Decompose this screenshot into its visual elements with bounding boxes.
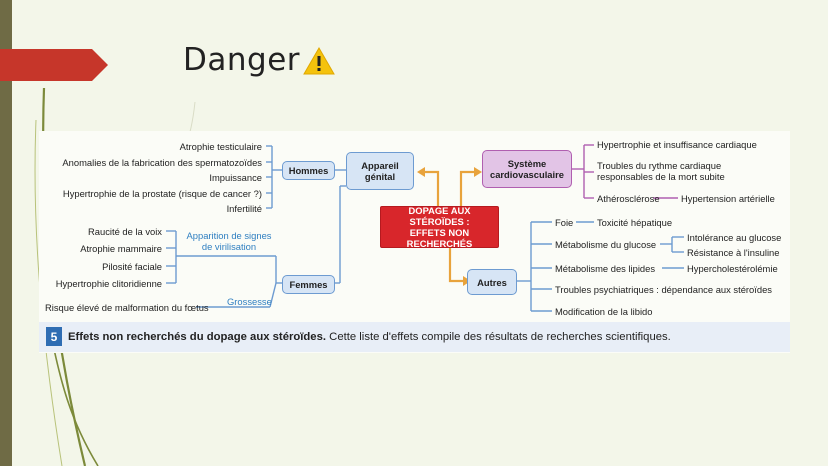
hommes-box: Hommes	[282, 161, 335, 180]
hommes-effect: Anomalies de la fabrication des spermato…	[62, 157, 262, 168]
cardio-effect-atherosclerose: Athérosclérose	[597, 193, 660, 204]
autres-effect-foie: Foie	[555, 217, 574, 228]
caption-text: Cette liste d'effets compile des résulta…	[326, 331, 671, 343]
caption-bold: Effets non recherchés du dopage aux stér…	[68, 331, 327, 343]
title-arrow-tab	[0, 49, 108, 81]
hommes-effect: Infertilité	[226, 203, 262, 214]
virilisation-label: Apparition de signes de virilisation	[186, 230, 272, 252]
autres-effect-toxicite: Toxicité hépatique	[597, 217, 673, 228]
autres-effect-resistance: Résistance à l'insuline	[687, 247, 780, 258]
hommes-effect: Hypertrophie de la prostate (risque de c…	[62, 188, 262, 199]
grossesse-label: Grossesse	[227, 296, 272, 307]
left-accent-bar	[0, 0, 12, 466]
cardio-effect-hypertension: Hypertension artérielle	[681, 193, 775, 204]
autres-effect-glucose: Métabolisme du glucose	[555, 239, 657, 250]
virilisation-effect: Pilosité faciale	[102, 261, 162, 272]
center-box: DOPAGE AUX STÉROÏDES : EFFETS NON RECHER…	[380, 205, 499, 249]
femmes-box: Femmes	[282, 275, 335, 294]
cardio-effect-hypertrophie: Hypertrophie et insuffisance cardiaque	[597, 139, 757, 150]
figure-caption: Effets non recherchés du dopage aux stér…	[68, 331, 671, 343]
autres-box: Autres	[467, 269, 517, 295]
autres-effect-intolerance: Intolérance au glucose	[687, 232, 782, 243]
virilisation-effect: Raucité de la voix	[88, 226, 162, 237]
figure-caption-bar	[39, 322, 790, 352]
autres-effect-psy: Troubles psychiatriques : dépendance aux…	[555, 284, 772, 295]
autres-effect-lipides: Métabolisme des lipides	[555, 263, 656, 274]
cardio-effect-rythme: Troubles du rythme cardiaque responsable…	[597, 160, 725, 182]
systeme-cardio-box: Système cardiovasculaire	[482, 150, 572, 188]
hommes-effect: Impuissance	[209, 172, 262, 183]
warning-icon	[303, 47, 335, 75]
autres-effect-libido: Modification de la libido	[555, 306, 653, 317]
slide-title: Danger	[183, 42, 301, 78]
virilisation-effect: Atrophie mammaire	[80, 243, 162, 254]
appareil-genital-box: Appareil génital	[346, 152, 414, 190]
autres-effect-hypercholesterolemie: Hypercholestérolémie	[687, 263, 778, 274]
grossesse-effect: Risque élevé de malformation du fœtus	[45, 302, 209, 313]
figure-number: 5	[46, 327, 62, 346]
hommes-effect: Atrophie testiculaire	[179, 141, 262, 152]
virilisation-effect: Hypertrophie clitoridienne	[55, 278, 162, 289]
